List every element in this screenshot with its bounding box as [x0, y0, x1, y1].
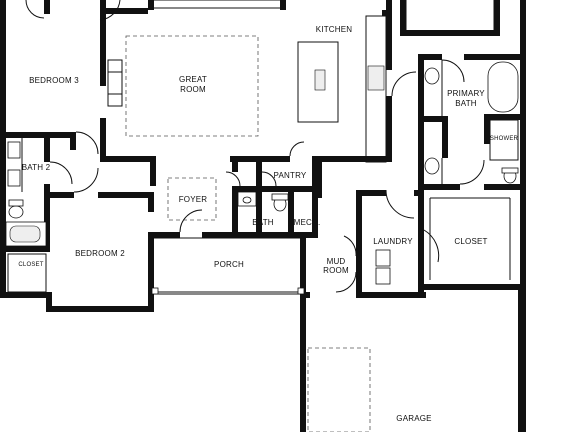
label-great-room-line1: GREAT	[179, 75, 207, 84]
label-mud-room-line1: MUD	[327, 257, 346, 266]
label-mech: MECH.	[294, 218, 321, 227]
label-garage: GARAGE	[396, 414, 431, 423]
label-primary-bath-line2: BATH	[455, 99, 477, 108]
label-closet-bedroom-2: CLOSET	[18, 262, 43, 268]
label-closet-primary: CLOSET	[454, 237, 487, 246]
label-bath: BATH	[252, 218, 274, 227]
label-porch: PORCH	[214, 260, 244, 269]
label-great-room-line2: ROOM	[180, 85, 206, 94]
label-primary-bath-line1: PRIMARY	[447, 89, 485, 98]
walls	[0, 0, 526, 432]
label-shower: SHOWER	[490, 136, 519, 142]
room-labels: BEDROOM 3 GREAT ROOM KITCHEN PRIMARY BAT…	[18, 25, 518, 423]
label-laundry: LAUNDRY	[373, 237, 413, 246]
label-bedroom-3: BEDROOM 3	[29, 76, 79, 85]
label-pantry: PANTRY	[274, 171, 307, 180]
label-mud-room-line2: ROOM	[323, 266, 349, 275]
label-bath-2: BATH 2	[22, 163, 51, 172]
details	[5, 0, 519, 432]
label-bedroom-2: BEDROOM 2	[75, 249, 125, 258]
label-foyer: FOYER	[179, 195, 208, 204]
label-kitchen: KITCHEN	[316, 25, 353, 34]
